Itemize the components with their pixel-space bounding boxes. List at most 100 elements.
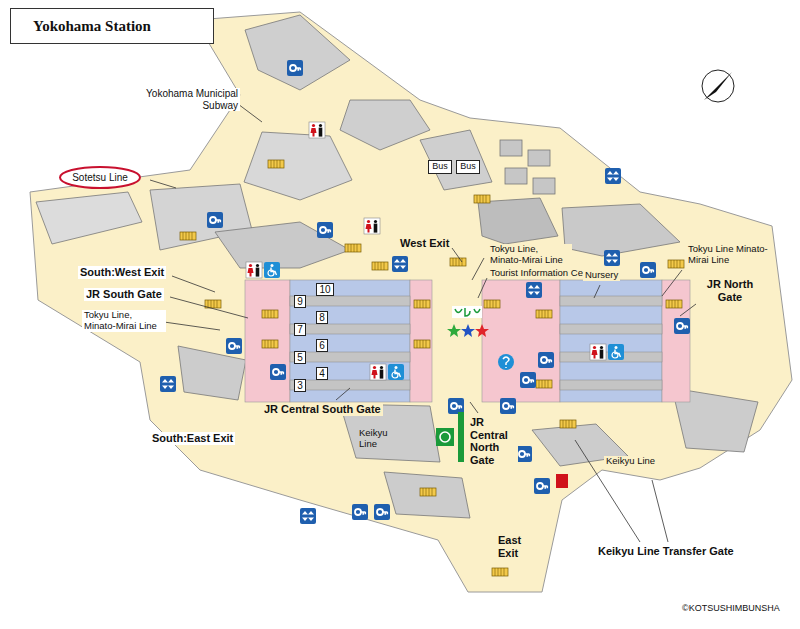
track-number: 6 [316, 339, 328, 352]
node-text: 8 [319, 312, 325, 323]
place-label: East Exit [496, 534, 536, 559]
stairs [536, 310, 552, 318]
place-label: Nursery [583, 270, 620, 281]
gate-bar [458, 412, 464, 462]
leader-line [150, 180, 176, 188]
place-label: Tokyu Line Minato-Mirai Line [686, 244, 770, 266]
leader-line [336, 388, 350, 400]
stairs [450, 258, 466, 266]
track-number: 10 [316, 283, 334, 296]
locker-icon [317, 222, 333, 238]
travel-center-sign [455, 308, 480, 316]
building [178, 346, 246, 400]
restroom-icon [556, 474, 568, 488]
node-text: 9 [297, 296, 303, 307]
bus-sign: Bus [456, 160, 480, 174]
concourse [245, 280, 290, 402]
leader-line [170, 297, 248, 318]
elevator-icon [392, 256, 408, 272]
leader-line [652, 480, 668, 542]
stairs [262, 310, 278, 318]
line-name-ellipse: Sotetsu Line [59, 166, 141, 189]
stairs [420, 488, 436, 496]
node-text: 10 [319, 284, 331, 295]
elevator-icon [300, 508, 316, 524]
star [461, 324, 475, 337]
node-text: 4 [319, 368, 325, 379]
compass-arrow [704, 72, 732, 100]
platform [290, 324, 410, 334]
map-title: Yokohama Station [33, 18, 151, 35]
stairs [345, 244, 361, 252]
locker-icon [207, 212, 223, 228]
stairs [372, 262, 388, 270]
place-label: South:West Exit [78, 266, 166, 279]
building [340, 100, 430, 150]
place-label: Yokohama Municipal Subway [128, 88, 240, 111]
star [475, 324, 489, 337]
stairs [414, 300, 430, 308]
leader-line [452, 248, 462, 262]
highlight-ellipse [60, 167, 140, 188]
track-number: 9 [294, 295, 306, 308]
locker-icon [500, 398, 516, 414]
restroom-icon [364, 218, 380, 234]
track-number: 5 [294, 351, 306, 364]
stairs [180, 232, 196, 240]
place-label: South:East Exit [150, 432, 235, 445]
title-box: Yokohama Station [10, 8, 214, 44]
accessible-icon [608, 344, 624, 360]
stairs [474, 195, 490, 203]
concourse [662, 280, 690, 402]
bus-sign: Bus [428, 160, 452, 174]
locker-icon [640, 262, 656, 278]
stairs [268, 160, 284, 168]
place-label: JR Central North Gate [468, 416, 518, 467]
place-label: ©KOTSUSHIMBUNSHA [680, 603, 782, 613]
restroom-icon [309, 122, 325, 138]
locker-icon [270, 364, 286, 380]
track-number: 7 [294, 323, 306, 336]
place-label: West Exit [398, 237, 451, 250]
platform [290, 352, 410, 362]
platform [560, 380, 662, 390]
building [505, 168, 527, 184]
restroom-icon [370, 364, 386, 380]
building [245, 15, 350, 90]
locker-icon [538, 352, 554, 368]
locker-icon [287, 60, 303, 76]
platform [290, 296, 410, 306]
leader-line [172, 276, 215, 292]
building [384, 472, 470, 518]
leader-line [594, 285, 600, 298]
locker-icon [516, 446, 532, 462]
place-label: Tokyu Line, Minato-Mirai Line [488, 244, 572, 266]
node-text: 6 [319, 340, 325, 351]
stairs [536, 380, 552, 388]
stairs [492, 568, 508, 576]
track-number: 8 [316, 311, 328, 324]
place-label: Keikyu Line Transfer Gate [596, 545, 736, 558]
leader-line [470, 402, 478, 413]
place-label: JR North Gate [696, 278, 764, 303]
building [420, 130, 492, 190]
restroom-icon [246, 262, 262, 278]
platform [560, 324, 662, 334]
star [447, 324, 461, 337]
leader-line [164, 322, 220, 330]
building [478, 198, 558, 244]
building [562, 204, 680, 256]
building [36, 192, 142, 244]
station-floor [30, 12, 792, 592]
leader-line [472, 258, 484, 280]
stairs [414, 340, 430, 348]
place-label: Tokyu Line, Minato-Mirai Line [82, 310, 166, 332]
elevator-icon [604, 250, 620, 266]
building [244, 132, 352, 200]
travel-center-sign [452, 306, 482, 318]
track-number: 4 [316, 367, 328, 380]
leader-line [680, 304, 696, 316]
compass [702, 70, 734, 102]
stairs [666, 300, 682, 308]
locker-icon [534, 478, 550, 494]
